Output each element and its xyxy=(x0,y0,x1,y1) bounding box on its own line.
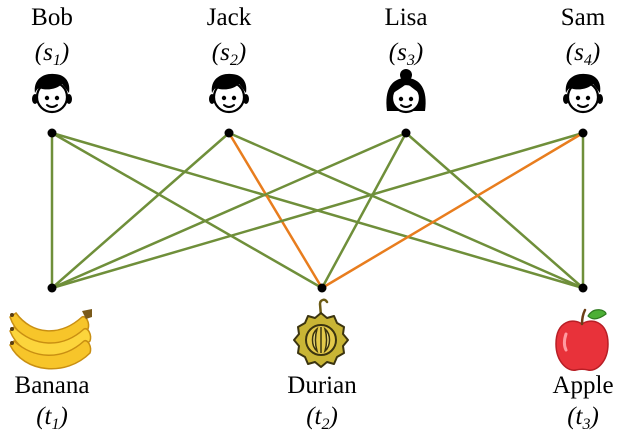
edge-bob-durian xyxy=(50,131,324,290)
node-jack xyxy=(224,128,234,138)
person-name: Bob xyxy=(31,4,73,31)
edge-lisa-apple xyxy=(404,131,585,290)
fruit-banana: Banana (t1) xyxy=(15,372,90,433)
edge-lisa-durian xyxy=(320,131,408,290)
fruit-symbol: (t1) xyxy=(36,403,68,433)
fruit-symbol: (t3) xyxy=(567,403,599,433)
person-symbol: (s4) xyxy=(566,39,600,69)
person-name: Lisa xyxy=(384,4,427,31)
person-name: Sam xyxy=(561,4,606,31)
edge-lisa-banana xyxy=(50,131,408,290)
node-sam xyxy=(578,128,588,138)
fruit-name: Banana xyxy=(15,372,90,399)
person-symbol: (s1) xyxy=(35,39,69,69)
fruit-name: Apple xyxy=(552,372,613,399)
node-bob xyxy=(47,128,57,138)
edge-sam-banana xyxy=(50,131,585,290)
boy-face-icon xyxy=(209,73,249,114)
apple-icon xyxy=(555,308,609,371)
edge-jack-banana xyxy=(50,131,231,290)
edge-sam-durian xyxy=(320,131,585,290)
edge-jack-apple xyxy=(227,131,585,290)
person-lisa: Lisa (s3) xyxy=(384,4,427,69)
person-jack: Jack (s2) xyxy=(207,4,252,69)
fruit-apple: Apple (t3) xyxy=(552,372,613,433)
node-durian xyxy=(317,283,327,293)
node-banana xyxy=(47,283,57,293)
banana-icon xyxy=(9,309,92,370)
person-symbol: (s2) xyxy=(212,39,246,69)
fruit-symbol: (t2) xyxy=(306,403,338,433)
nodes xyxy=(47,128,588,293)
edges xyxy=(50,131,585,290)
durian-icon xyxy=(293,298,349,368)
boy-face-icon xyxy=(563,73,603,114)
fruit-name: Durian xyxy=(287,372,357,399)
person-sam: Sam (s4) xyxy=(561,4,606,69)
node-apple xyxy=(578,283,588,293)
node-lisa xyxy=(401,128,411,138)
person-symbol: (s3) xyxy=(389,39,423,69)
person-bob: Bob (s1) xyxy=(31,4,73,69)
edge-jack-durian xyxy=(227,131,324,290)
person-name: Jack xyxy=(207,4,252,31)
girl-face-icon xyxy=(386,69,426,114)
fruit-durian: Durian (t2) xyxy=(287,372,357,433)
boy-face-icon xyxy=(32,73,72,114)
